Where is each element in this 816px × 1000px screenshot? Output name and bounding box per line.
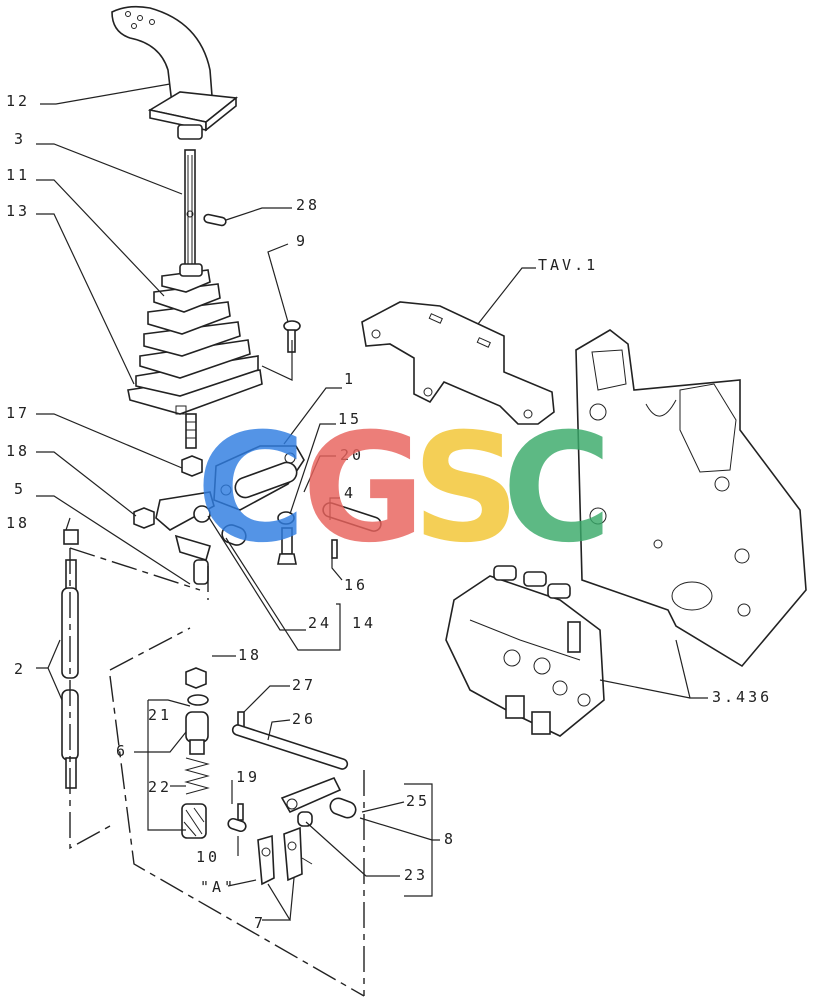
callout-17: 17 [6,404,30,422]
rubber-boot [127,263,263,449]
shaft-26 [231,724,349,770]
callout-19: 19 [236,768,260,786]
nut-17 [181,455,203,477]
callout-13: 13 [6,202,30,220]
callout-6: 6 [116,742,128,760]
watermark: C G S C [196,402,612,576]
callout-18-a: 18 [6,442,30,460]
callout-tav1: TAV.1 [538,256,598,274]
pin-19 [237,803,244,821]
control-rod [184,149,196,281]
control-valve [445,565,605,737]
callout-22: 22 [148,778,172,796]
nut-18-left [133,507,155,529]
pin-28 [203,213,227,227]
callout-7: 7 [254,914,266,932]
callout-11: 11 [6,166,30,184]
callout-16: 16 [344,576,368,594]
watermark-letter-4: C [502,402,612,576]
callout-4: 4 [344,484,356,502]
callout-23: 23 [404,866,428,884]
watermark-letter-3: S [412,402,520,576]
callout-5: 5 [14,480,26,498]
bushing-6 [185,711,209,755]
callout-28: 28 [296,196,320,214]
pin-16 [331,539,338,559]
mounting-bracket-tav1 [361,301,555,425]
callout-15: 15 [338,410,362,428]
detail-boundary-lines [69,547,365,997]
callout-20: 20 [340,446,364,464]
callout-12: 12 [6,92,30,110]
callout-8: 8 [444,830,456,848]
callout-18-c: 18 [238,646,262,664]
side-plate [575,329,807,668]
callout-3436: 3.436 [712,688,772,706]
callout-a: "A" [200,878,236,896]
washer-21 [187,694,209,706]
pin-4 [322,502,382,532]
callout-18-b: 18 [6,514,30,532]
washer-4 [277,511,295,525]
bracket-8 [280,776,357,827]
callout-21: 21 [148,706,172,724]
clevis-7 [257,826,313,886]
sleeve [181,803,207,839]
callout-3: 3 [14,130,26,148]
callout-24: 24 [308,614,332,632]
leader-lines [36,83,708,921]
spring-22 [184,757,210,795]
lever-5 [155,491,247,585]
callout-26: 26 [292,710,316,728]
bracket-1 [213,445,305,511]
callout-9: 9 [296,232,308,250]
callout-25: 25 [406,792,430,810]
nut-18-lower [185,667,207,689]
callout-10: 10 [196,848,220,866]
joystick-handle [111,5,239,140]
callout-labels: 12 3 11 13 28 9 TAV.1 1 15 20 4 16 17 18… [6,92,772,932]
watermark-letter-1: C [196,402,306,576]
bolt-20 [277,527,297,565]
pin-10 [227,817,247,833]
watermark-letter-2: G [302,402,425,576]
callout-2: 2 [14,660,26,678]
callout-14: 14 [352,614,376,632]
callout-1: 1 [344,370,356,388]
callout-27: 27 [292,676,316,694]
